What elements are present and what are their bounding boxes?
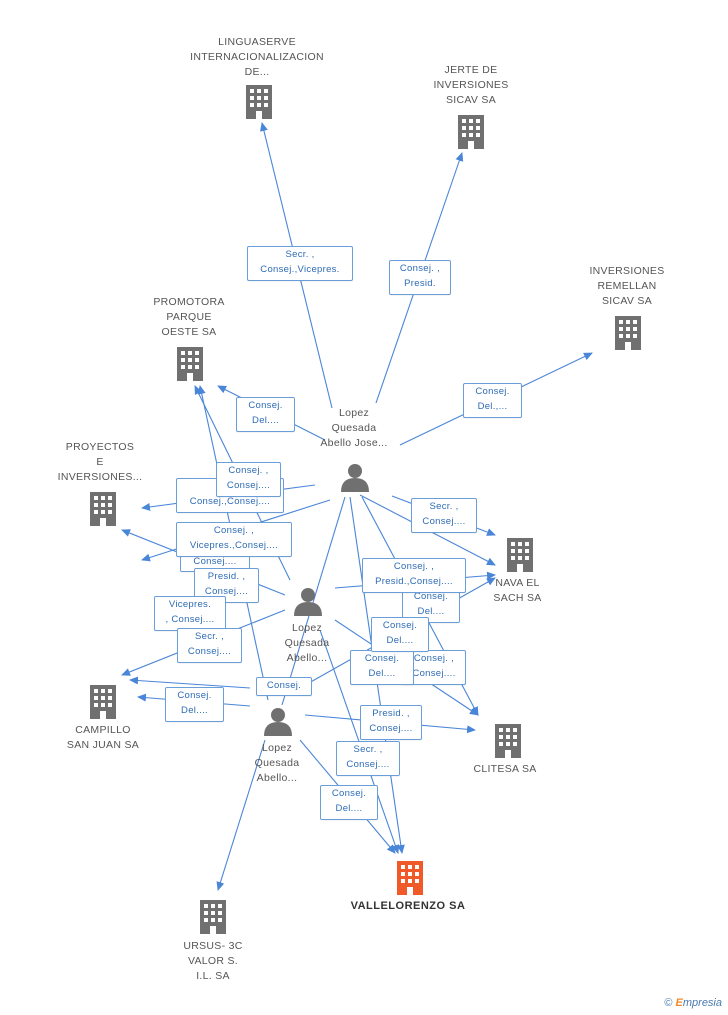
node-label-promotora[interactable]: PROMOTORA PARQUE OESTE SA [153,296,225,338]
relation-label[interactable]: Consej. , Vicepres.,Consej.... [176,522,292,557]
person-icon-3 [264,708,292,736]
edge [281,496,346,706]
node-label-person2[interactable]: Lopez Quesada Abello... [284,622,330,664]
relation-label[interactable]: Presid. , Consej.... [360,705,422,740]
node-label-person1[interactable]: Lopez Quesada Abello Jose... [320,407,388,449]
person-icon-2 [294,588,322,616]
relation-label[interactable]: Consej. Del.... [165,687,224,722]
relation-label[interactable]: Secr. , Consej.,Vicepres. [247,246,353,281]
node-label-proyectos[interactable]: PROYECTOS E INVERSIONES... [57,441,143,483]
building-icon-proyectos [90,492,116,526]
node-label-person3[interactable]: Lopez Quesada Abello... [254,742,300,784]
relation-label[interactable]: Consej. Del.... [371,617,429,652]
node-label-jerte[interactable]: JERTE DE INVERSIONES SICAV SA [433,64,509,106]
relation-label[interactable]: Consej. Del.,... [463,383,522,418]
relation-label[interactable]: Consej. , Consej.... [216,462,281,497]
node-label-remellan[interactable]: INVERSIONES REMELLAN SICAV SA [589,265,665,307]
relation-label[interactable]: Consej. [256,677,312,696]
building-icon-nava [507,538,533,572]
relation-label[interactable]: Consej. Del.... [236,397,295,432]
brand-logo-e: E [675,997,683,1009]
building-icon-vallelorenzo [397,861,423,895]
node-label-vallelorenzo[interactable]: VALLELORENZO SA [350,900,466,912]
edge [129,676,251,689]
node-label-nava[interactable]: NAVA EL SACH SA [493,577,542,604]
building-icon-linguaserve [246,85,272,119]
person-icon-1 [341,464,369,492]
brand-footer[interactable]: © Empresia [664,997,722,1009]
relation-label[interactable]: Consej. Del.... [320,785,378,820]
relation-label[interactable]: Secr. , Consej.... [177,628,242,663]
brand-logo-text: mpresia [682,997,722,1009]
building-icon-remellan [615,316,641,350]
node-label-ursus[interactable]: URSUS- 3C VALOR S. I.L. SA [183,940,243,982]
relation-label[interactable]: Secr. , Consej.... [336,741,400,776]
building-icon-promotora [177,347,203,381]
node-label-clitesa[interactable]: CLITESA SA [473,763,537,775]
building-icon-ursus [200,900,226,934]
building-icon-campillo [90,685,116,719]
edge [216,739,266,891]
relation-label[interactable]: Consej. , Presid. [389,260,451,295]
building-icon-clitesa [495,724,521,758]
relation-label[interactable]: Consej. Del.... [350,650,414,685]
node-label-campillo[interactable]: CAMPILLO SAN JUAN SA [66,724,140,751]
node-label-linguaserve[interactable]: LINGUASERVE INTERNACIONALIZACION DE... [190,36,324,78]
copyright-symbol: © [664,997,673,1009]
relation-label[interactable]: Consej. , Presid.,Consej.... [362,558,466,593]
building-icon-jerte [458,115,484,149]
relation-label[interactable]: Secr. , Consej.... [411,498,477,533]
relation-label[interactable]: Vicepres. , Consej.... [154,596,226,631]
